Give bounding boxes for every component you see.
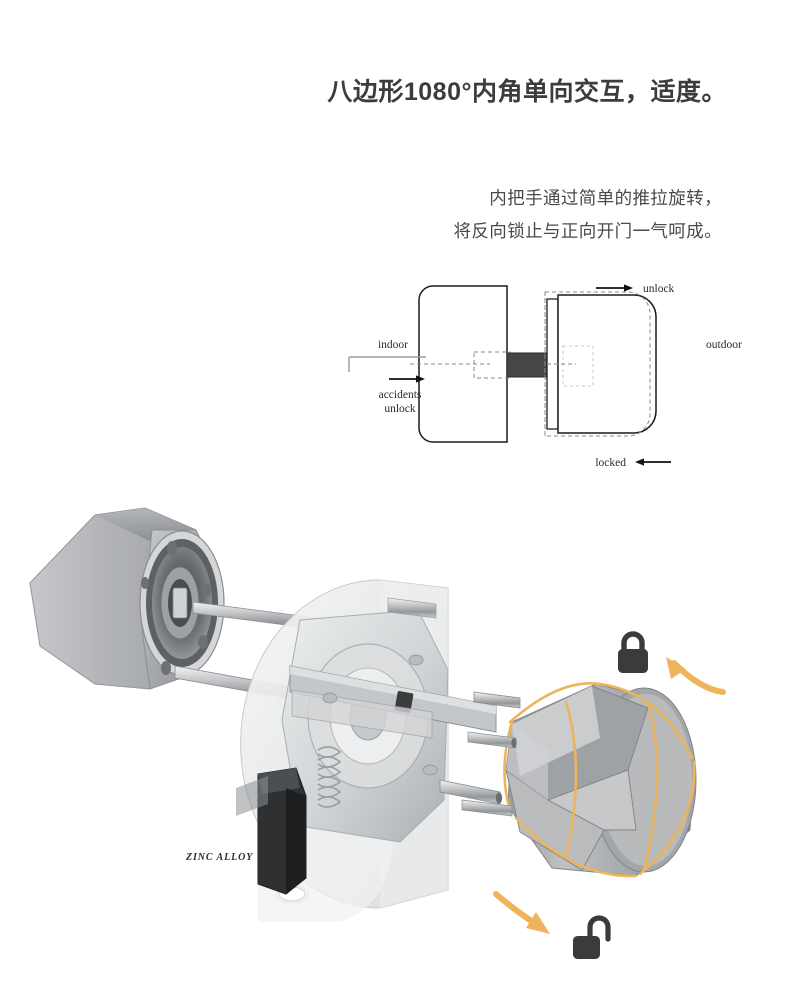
schematic-arrow-locked	[635, 458, 671, 466]
arrow-pointer-up-left-icon	[660, 655, 726, 711]
schematic-label-locked: locked	[595, 457, 626, 469]
page-title: 八边形1080°内角单向交互，适度。	[327, 78, 727, 106]
knob-accent-highlight	[503, 682, 696, 878]
exploded-lock-assembly-image	[0, 470, 790, 1007]
schematic-leader-bracket	[348, 356, 426, 372]
schematic-arrow-unlock	[596, 284, 633, 292]
schematic-outdoor-cam	[562, 345, 594, 387]
lock-mechanism-schematic: indoor outdoor unlock locked accidents u…	[330, 268, 766, 484]
page-subtitle-line-2: 将反向锁止与正向开门一气呵成。	[453, 221, 722, 241]
schematic-label-unlock: unlock	[643, 283, 675, 295]
schematic-spindle	[506, 352, 548, 378]
latch-rod-upper	[473, 691, 521, 709]
latch-rod	[439, 779, 503, 805]
lock-open-icon	[570, 914, 612, 962]
indoor-knob	[29, 507, 225, 690]
schematic-arrow-accidents-unlock	[389, 375, 425, 383]
schematic-label-outdoor: outdoor	[706, 339, 742, 351]
schematic-label-indoor: indoor	[378, 339, 408, 351]
return-spring	[317, 746, 342, 808]
page-subtitle: 内把手通过简单的推拉旋转， 将反向锁止与正向开门一气呵成。	[0, 182, 722, 248]
lock-core-mechanism	[236, 597, 497, 895]
lock-closed-icon	[613, 630, 653, 676]
outdoor-knob	[461, 682, 697, 878]
arrow-pointer-down-right-icon	[492, 888, 554, 940]
material-caption: ZINC ALLOY	[186, 852, 254, 863]
page-subtitle-line-1: 内把手通过简单的推拉旋转，	[489, 188, 722, 208]
schematic-label-accidents-unlock: unlock	[384, 403, 416, 415]
schematic-label-accidents: accidents	[379, 389, 422, 401]
schematic-outdoor-ghost	[544, 291, 651, 437]
schematic-outdoor-body	[557, 294, 657, 434]
